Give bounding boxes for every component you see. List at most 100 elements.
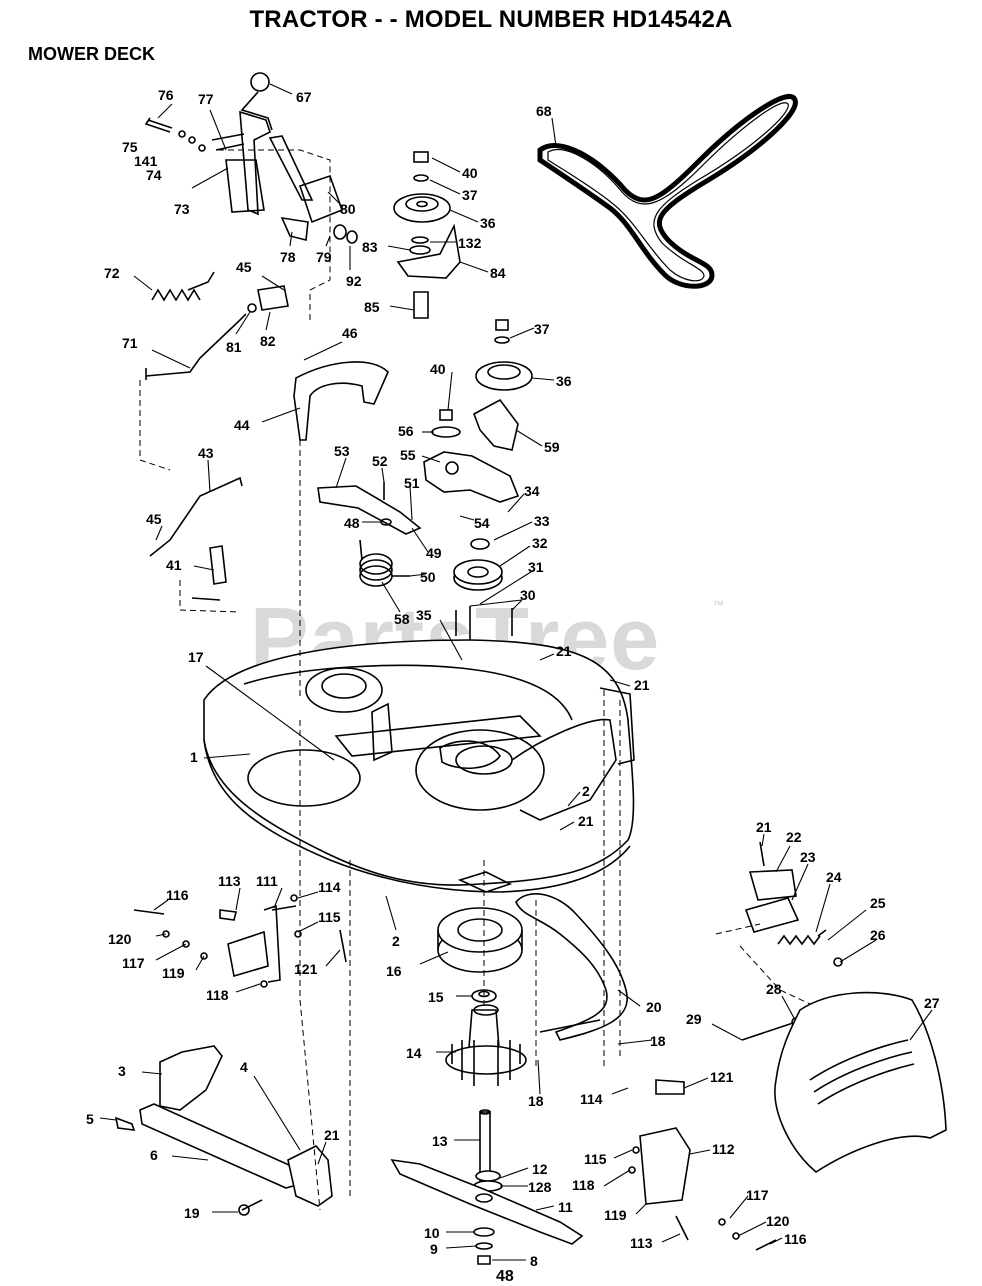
callout-68: 68	[536, 103, 552, 119]
callout-121b: 121	[710, 1069, 734, 1085]
callout-113a: 113	[218, 873, 241, 889]
callout-12: 12	[532, 1161, 548, 1177]
front-hanger-3	[159, 1045, 223, 1111]
callout-21b: 21	[634, 677, 650, 693]
callout-30: 30	[520, 587, 536, 603]
callout-10: 10	[424, 1225, 440, 1241]
page-number: 48	[496, 1268, 514, 1285]
callout-43: 43	[198, 445, 214, 461]
callout-80: 80	[340, 201, 356, 217]
callout-19: 19	[184, 1205, 200, 1221]
callout-9: 9	[430, 1241, 438, 1257]
callout-23: 23	[800, 849, 816, 865]
callout-11: 11	[558, 1199, 573, 1215]
callout-120b: 120	[766, 1213, 790, 1229]
callout-16: 16	[386, 963, 402, 979]
stabilizer-bar-6	[114, 1103, 301, 1189]
callout-4: 4	[240, 1059, 248, 1075]
blade-hardware	[473, 1227, 495, 1265]
callout-121a: 121	[294, 961, 318, 977]
discharge-chute-27	[774, 991, 947, 1173]
callout-20: 20	[646, 999, 662, 1015]
bracket-82	[247, 285, 289, 313]
idler-pulley-top	[393, 151, 461, 319]
callout-28: 28	[766, 981, 782, 997]
callout-114a: 114	[318, 879, 341, 895]
callout-41: 41	[166, 557, 182, 573]
callout-13: 13	[432, 1133, 448, 1149]
spindle-shaft-13	[473, 1109, 503, 1192]
callout-114b: 114	[580, 1091, 603, 1107]
callout-44: 44	[234, 417, 250, 433]
callout-18b: 18	[528, 1093, 544, 1109]
callout-58: 58	[394, 611, 410, 627]
section-title: MOWER DECK	[28, 44, 155, 64]
callout-77: 77	[198, 91, 214, 107]
callout-46: 46	[342, 325, 358, 341]
callout-56: 56	[398, 423, 414, 439]
callout-116b: 116	[784, 1231, 807, 1247]
callout-29: 29	[686, 1011, 702, 1027]
page-title: TRACTOR - - MODEL NUMBER HD14542A	[249, 6, 733, 33]
callout-132: 132	[458, 235, 482, 251]
callout-117b: 117	[746, 1187, 769, 1203]
callout-26: 26	[870, 927, 886, 943]
blade-11	[390, 1158, 584, 1245]
right-bracket-112	[628, 1079, 777, 1251]
callout-79: 79	[316, 249, 332, 265]
callout-37a: 37	[462, 187, 478, 203]
callout-5: 5	[86, 1111, 94, 1127]
callout-21e: 21	[324, 1127, 340, 1143]
callout-8: 8	[530, 1253, 538, 1269]
callout-116a: 116	[166, 887, 189, 903]
callout-32: 32	[532, 535, 548, 551]
callout-21c: 21	[578, 813, 594, 829]
callout-115b: 115	[584, 1151, 607, 1167]
callout-76: 76	[158, 87, 174, 103]
callout-21a: 21	[556, 643, 572, 659]
spindle-housing-14	[445, 1004, 527, 1086]
callout-labels: 76 77 67 75 141 74 73 78 79 92 80 72 45 …	[86, 87, 940, 1269]
callout-22: 22	[786, 829, 802, 845]
leader-lines	[99, 83, 933, 1261]
callout-141: 141	[134, 153, 158, 169]
callout-120a: 120	[108, 931, 132, 947]
belt-guard-44	[293, 361, 389, 441]
callout-50: 50	[420, 569, 436, 585]
rear-hitch-22	[741, 841, 843, 1041]
assembly-lines	[139, 149, 811, 1211]
callout-67: 67	[296, 89, 312, 105]
callout-75: 75	[122, 139, 138, 155]
callout-1: 1	[190, 749, 198, 765]
callout-24: 24	[826, 869, 842, 885]
idler-arm-55	[423, 451, 520, 503]
callout-40b: 40	[430, 361, 446, 377]
callout-113b: 113	[630, 1235, 653, 1251]
belt-68	[537, 93, 798, 289]
callout-83: 83	[362, 239, 378, 255]
callout-35: 35	[416, 607, 432, 623]
callout-2a: 2	[582, 783, 590, 799]
callout-115a: 115	[318, 909, 341, 925]
callout-55: 55	[400, 447, 416, 463]
callout-111: 111	[256, 873, 278, 889]
callout-128: 128	[528, 1179, 552, 1195]
callout-34: 34	[524, 483, 540, 499]
callout-112: 112	[712, 1141, 735, 1157]
spring-58	[359, 539, 410, 587]
callout-82: 82	[260, 333, 276, 349]
callout-6: 6	[150, 1147, 158, 1163]
callout-71: 71	[122, 335, 138, 351]
idler-pulley-right	[431, 319, 533, 451]
callout-74: 74	[146, 167, 162, 183]
callout-36a: 36	[480, 215, 496, 231]
callout-2b: 2	[392, 933, 400, 949]
callout-3: 3	[118, 1063, 126, 1079]
callout-118b: 118	[572, 1177, 595, 1193]
watermark-trademark: ™	[712, 598, 724, 612]
left-bracket-111	[133, 894, 347, 988]
lift-handle-assembly	[144, 72, 358, 244]
callout-33: 33	[534, 513, 550, 529]
callout-119b: 119	[604, 1207, 627, 1223]
